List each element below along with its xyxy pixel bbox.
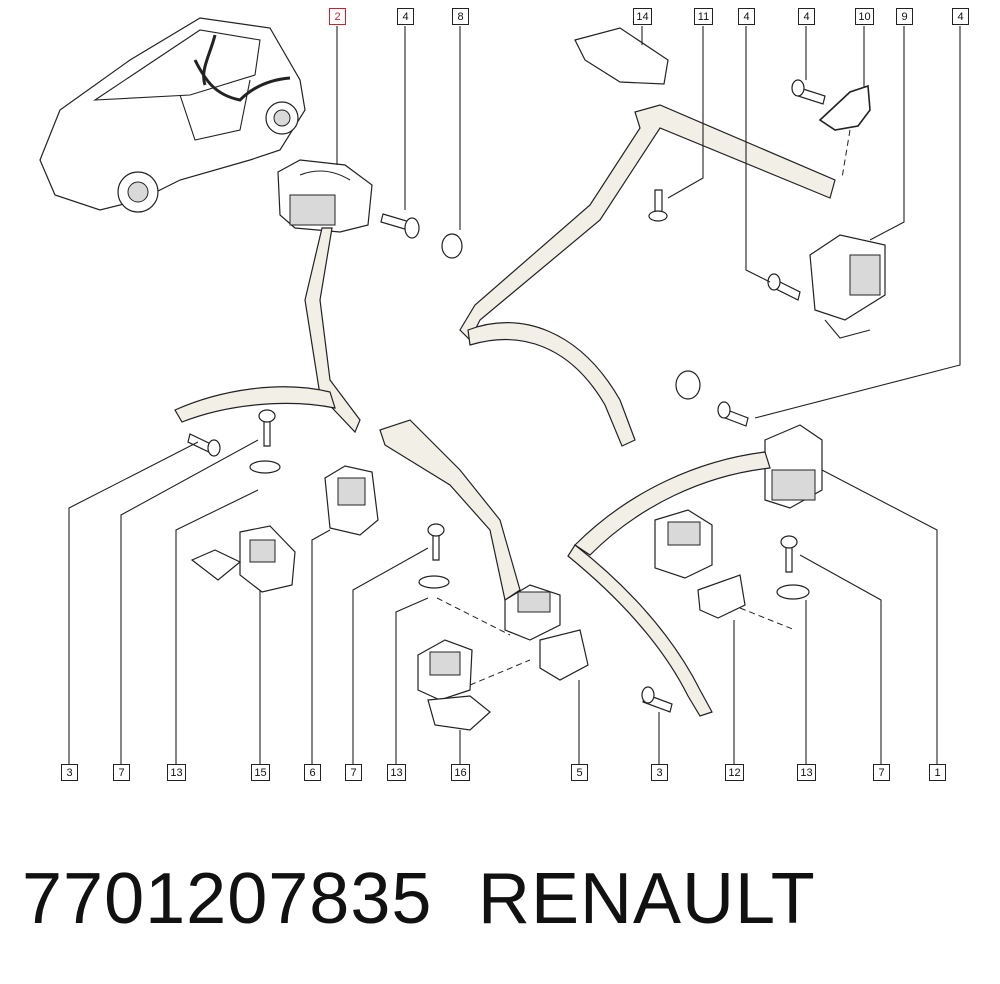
- callout-label: 4: [738, 8, 755, 25]
- guide-line: [436, 597, 511, 636]
- brand-text: RENAULT: [478, 859, 816, 939]
- bolt-parts: [187, 79, 826, 713]
- retractor-rear-right: [809, 234, 886, 339]
- belt-strap-front-left: [304, 227, 361, 434]
- callout-label: 12: [725, 764, 744, 781]
- guide-line: [739, 607, 796, 631]
- belt-strap-rear-left: [574, 451, 771, 556]
- exploded-parts-diagram: [39, 17, 961, 764]
- callout-label: 2: [329, 8, 346, 25]
- diagram-drawing: [39, 17, 961, 764]
- callout-label: 3: [651, 764, 668, 781]
- callout-label: 15: [251, 764, 270, 781]
- belt-strap-rear-lap: [467, 322, 636, 447]
- car-illustration: [39, 17, 306, 213]
- belt-strap-lap-left: [174, 386, 336, 423]
- callout-label: 4: [798, 8, 815, 25]
- callout-label: 14: [633, 8, 652, 25]
- callout-label: 11: [694, 8, 713, 25]
- callout-label: 5: [571, 764, 588, 781]
- callout-label: 3: [61, 764, 78, 781]
- callout-label: 13: [797, 764, 816, 781]
- callout-label: 8: [452, 8, 469, 25]
- belt-strap-rear-left-lower: [567, 544, 713, 717]
- callout-label: 4: [952, 8, 969, 25]
- callout-label: 1: [929, 764, 946, 781]
- callout-label: 6: [304, 764, 321, 781]
- callout-label: 16: [451, 764, 470, 781]
- callout-label: 7: [113, 764, 130, 781]
- leader-lines: [68, 26, 961, 764]
- buckle-assemblies: [190, 419, 746, 731]
- guide-line: [469, 659, 531, 686]
- retractor-rear-left: [764, 424, 823, 509]
- belt-strap-rear-centre: [459, 104, 836, 342]
- callout-label: 13: [167, 764, 186, 781]
- part-number-text: 7701207835: [22, 859, 433, 939]
- callout-label: 7: [873, 764, 890, 781]
- retractor-front-left: [277, 159, 373, 233]
- hook-bracket: [818, 84, 871, 131]
- callout-label: 7: [345, 764, 362, 781]
- callout-label: 4: [397, 8, 414, 25]
- callout-label: 10: [855, 8, 874, 25]
- anchor-plate: [574, 27, 669, 85]
- callout-label: 9: [896, 8, 913, 25]
- callout-label: 13: [387, 764, 406, 781]
